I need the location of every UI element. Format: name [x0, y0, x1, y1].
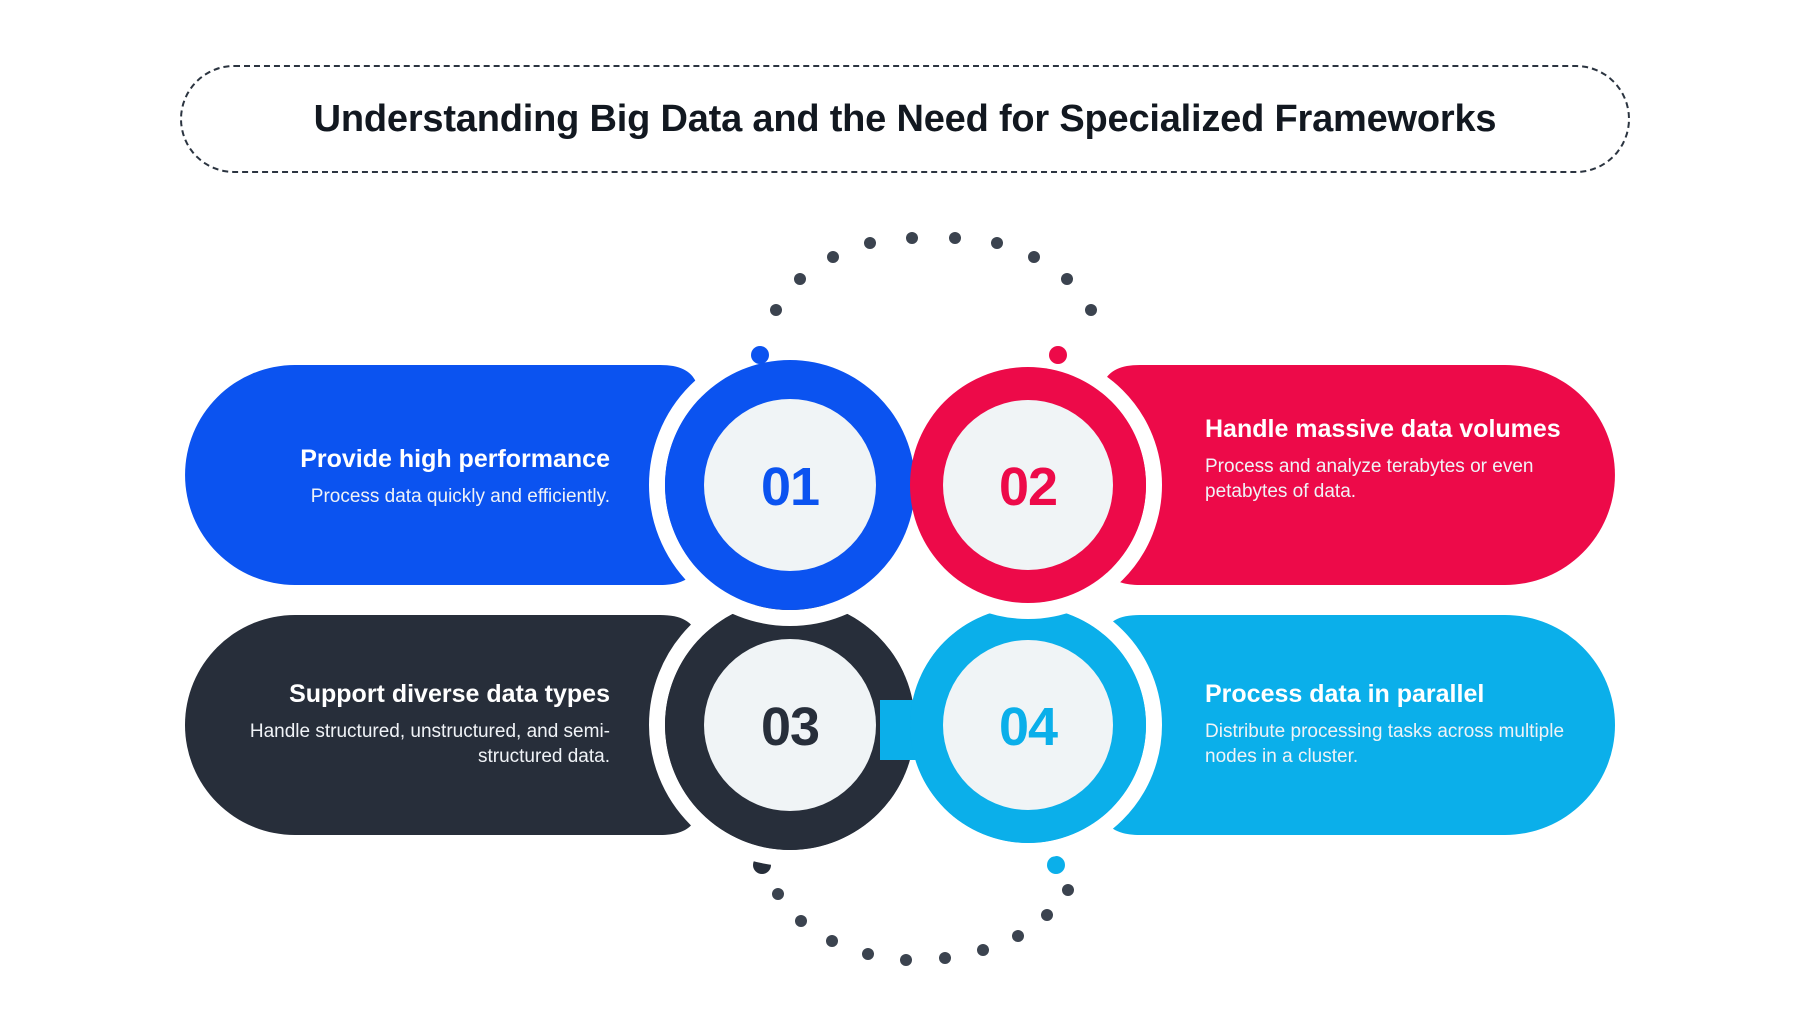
step-03-inner-top: [704, 639, 876, 811]
panel-02-shape[interactable]: [1100, 365, 1615, 585]
step-01-node[interactable]: [665, 360, 915, 610]
arc-dot: [1028, 251, 1040, 263]
arc-dot: [1041, 909, 1053, 921]
panel-02-description: Process and analyze terabytes or even pe…: [1205, 455, 1534, 502]
panel-03-text: Support diverse data types Handle struct…: [190, 680, 610, 769]
arc-dot-end-right: [1047, 856, 1065, 874]
panel-03-shape[interactable]: [185, 615, 700, 835]
connector-03-04-cyan: [880, 700, 920, 760]
arc-dot: [770, 304, 782, 316]
arc-dot: [772, 888, 784, 900]
arc-dot: [827, 251, 839, 263]
panel-01-description: Process data quickly and efficiently.: [310, 485, 610, 507]
dotted-arc-bottom: [753, 856, 1074, 966]
arc-dot: [826, 935, 838, 947]
panel-01-text: Provide high performance Process data qu…: [190, 445, 610, 509]
arc-dot: [977, 944, 989, 956]
arc-dot: [906, 232, 918, 244]
arc-dot: [862, 948, 874, 960]
arc-dot: [939, 952, 951, 964]
stem-dot-02: [1049, 346, 1067, 364]
arc-dot: [794, 273, 806, 285]
panel-02-text: Handle massive data volumes Process and …: [1205, 415, 1605, 504]
panel-01-title: Provide high performance: [300, 445, 610, 473]
arc-dot: [864, 237, 876, 249]
dotted-arc-top: [752, 232, 1097, 363]
panel-01-shape[interactable]: [185, 365, 700, 585]
arc-dot: [1012, 930, 1024, 942]
page-title: Understanding Big Data and the Need for …: [313, 97, 1497, 140]
panel-04-text: Process data in parallel Distribute proc…: [1205, 680, 1605, 769]
arc-dot: [795, 915, 807, 927]
stem-dot-01: [751, 346, 769, 364]
panel-04-shape[interactable]: [1100, 615, 1615, 835]
arc-dot: [1085, 304, 1097, 316]
arc-dot: [949, 232, 961, 244]
arc-dot: [1062, 884, 1074, 896]
step-01-inner: [704, 399, 876, 571]
panel-02-title: Handle massive data volumes: [1205, 415, 1561, 443]
step-02-node[interactable]: [910, 367, 1146, 603]
step-04-inner-top: [943, 640, 1113, 810]
panel-03-description: Handle structured, unstructured, and sem…: [249, 720, 610, 767]
panel-04-title: Process data in parallel: [1205, 680, 1485, 708]
step-02-inner: [943, 400, 1113, 570]
page-title-box: Understanding Big Data and the Need for …: [180, 65, 1630, 173]
arc-dot: [900, 954, 912, 966]
arc-dot: [1061, 273, 1073, 285]
panel-04-description: Distribute processing tasks across multi…: [1205, 720, 1565, 767]
arc-dot: [991, 237, 1003, 249]
panel-03-title: Support diverse data types: [289, 680, 610, 708]
